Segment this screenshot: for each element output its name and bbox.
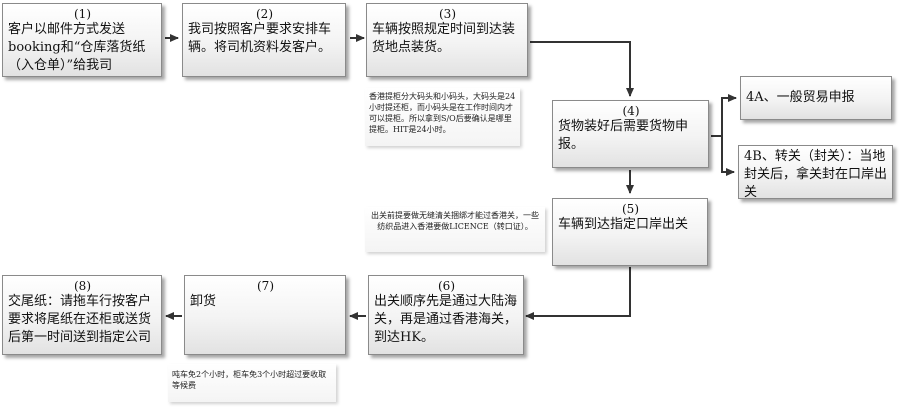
note-waiting-fee-text: 吨车免2个小时，柜车免3个小时超过要收取等候费 bbox=[172, 370, 327, 390]
step-8-text: 交尾纸：请拖车行按客户要求将尾纸在还柜或送货后第一时间送到指定公司 bbox=[8, 294, 152, 345]
step-2-text: 我司按照客户要求安排车辆。将司机资料发客户。 bbox=[188, 22, 332, 55]
arrow-4-4a bbox=[711, 94, 737, 137]
arrow-4-4b bbox=[721, 136, 735, 176]
step-5-text: 车辆到达指定口岸出关 bbox=[558, 217, 689, 232]
step-4-box: (4) 货物装好后需要货物申报。 bbox=[552, 100, 709, 168]
note-hk-pickup: 香港提柜分大码头和小码头，大码头是24小时提还柜，而小码头是在工作时间内才可以提… bbox=[365, 88, 520, 146]
step-6-text: 出关顺序先是通过大陆海关，再是通过香港海关，到达HK。 bbox=[374, 294, 518, 345]
step-6-number: (6) bbox=[438, 279, 455, 293]
step-5-number: (5) bbox=[622, 202, 639, 216]
step-3-text: 车辆按照规定时间到达装货地点装货。 bbox=[372, 22, 516, 55]
arrow-5-6 bbox=[525, 267, 631, 320]
step-5-box: (5) 车辆到达指定口岸出关 bbox=[552, 198, 708, 266]
step-2-box: (2) 我司按照客户要求安排车辆。将司机资料发客户。 bbox=[182, 3, 346, 77]
step-3-box: (3) 车辆按照规定时间到达装货地点装货。 bbox=[366, 3, 528, 77]
step-4-text: 货物装好后需要货物申报。 bbox=[558, 119, 689, 152]
step-4-number: (4) bbox=[622, 104, 640, 118]
step-7-text: 卸货 bbox=[190, 294, 217, 309]
note-customs-clearance: 出关前提要做无缝清关捆绑才能过香港关，一些纺织品进入香港要做LICENCE（转口… bbox=[365, 207, 545, 252]
step-4a-text: 4A、一般贸易申报 bbox=[746, 90, 855, 105]
step-1-box: (1) 客户以邮件方式发送booking和“仓库落货纸（入仓单）”给我司 bbox=[2, 3, 162, 77]
step-7-number: (7) bbox=[257, 279, 274, 293]
step-4a-box: 4A、一般贸易申报 bbox=[740, 76, 892, 120]
step-3-number: (3) bbox=[439, 7, 456, 21]
note-hk-pickup-text: 香港提柜分大码头和小码头，大码头是24小时提还柜，而小码头是在工作时间内才可以提… bbox=[369, 92, 516, 134]
step-1-text: 客户以邮件方式发送booking和“仓库落货纸（入仓单）”给我司 bbox=[8, 22, 146, 73]
step-8-box: (8) 交尾纸：请拖车行按客户要求将尾纸在还柜或送货后第一时间送到指定公司 bbox=[2, 275, 162, 355]
step-2-number: (2) bbox=[256, 7, 273, 21]
step-7-box: (7) 卸货 bbox=[184, 275, 346, 355]
step-6-box: (6) 出关顺序先是通过大陆海关，再是通过香港海关，到达HK。 bbox=[368, 275, 524, 355]
step-8-number: (8) bbox=[74, 279, 91, 293]
note-customs-clearance-text: 出关前提要做无缝清关捆绑才能过香港关，一些纺织品进入香港要做LICENCE（转口… bbox=[371, 211, 539, 231]
step-4b-text: 4B、转关（封关）：当地封关后，拿关封在口岸出关 bbox=[744, 149, 888, 200]
step-4b-box: 4B、转关（封关）：当地封关后，拿关封在口岸出关 bbox=[738, 145, 893, 200]
note-waiting-fee: 吨车免2个小时，柜车免3个小时超过要收取等候费 bbox=[168, 364, 336, 402]
step-1-number: (1) bbox=[74, 7, 91, 21]
arrow-3-4 bbox=[530, 41, 634, 97]
